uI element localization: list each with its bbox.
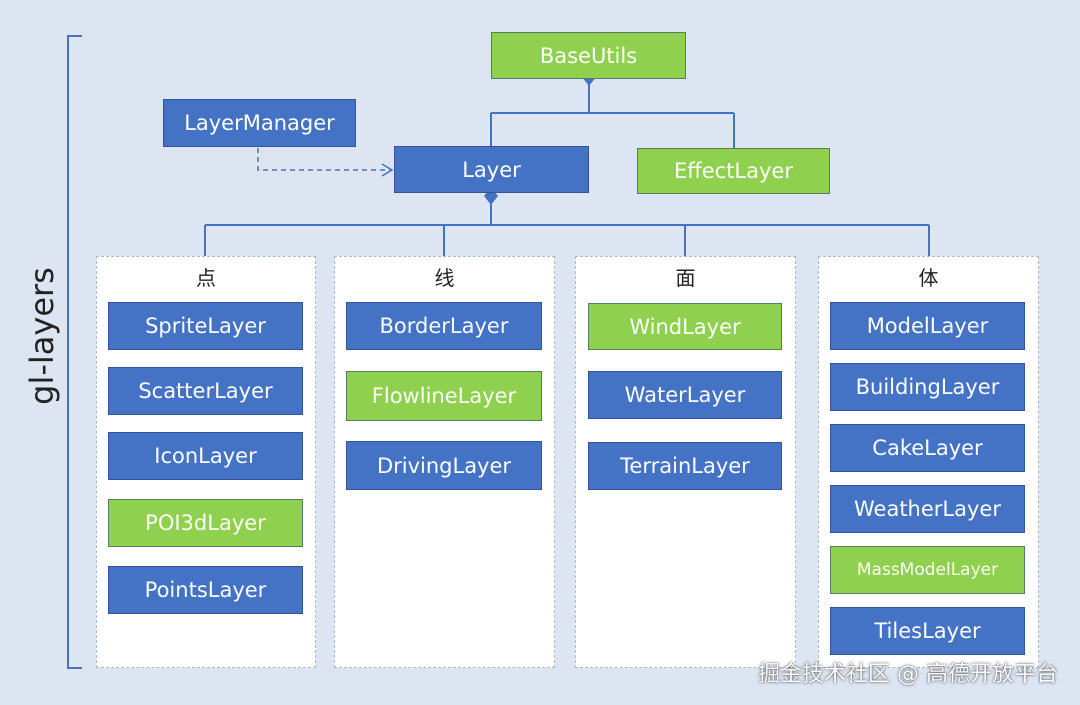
layermanager-dependency-arrow (257, 148, 390, 171)
iconlayer-node: IconLayer (108, 432, 303, 480)
baseutils-node: BaseUtils (491, 32, 686, 79)
tileslayer-node: TilesLayer (830, 607, 1025, 655)
cakelayer-node: CakeLayer (830, 424, 1025, 472)
scatterlayer-node: ScatterLayer (108, 367, 303, 415)
group-volume-title: 体 (918, 266, 939, 290)
terrainlayer-node: TerrainLayer (588, 442, 782, 490)
watermark-text: 掘金技术社区 @ 高德开放平台 (758, 662, 1058, 687)
waterlayer-node: WaterLayer (588, 371, 782, 419)
gl-layers-label: gl-layers (23, 267, 61, 405)
drivinglayer-node: DrivingLayer (346, 441, 542, 490)
spritelayer-node: SpriteLayer (108, 302, 303, 350)
buildinglayer-node: BuildingLayer (830, 363, 1025, 411)
weatherlayer-node: WeatherLayer (830, 485, 1025, 533)
poi3dlayer-node: POI3dLayer (108, 499, 303, 547)
group-point-title: 点 (196, 266, 216, 290)
massmodellayer-node: MassModelLayer (830, 546, 1025, 594)
borderlayer-node: BorderLayer (346, 302, 542, 350)
windlayer-node: WindLayer (588, 303, 782, 350)
dependency-arrowhead (381, 163, 394, 177)
group-surface-title: 面 (675, 266, 696, 290)
pointslayer-node: PointsLayer (108, 566, 303, 614)
group-line-title: 线 (434, 266, 455, 290)
layer-node: Layer (394, 146, 589, 193)
flowlinelayer-node: FlowlineLayer (346, 371, 542, 421)
effectlayer-node: EffectLayer (637, 148, 830, 194)
layermanager-node: LayerManager (163, 99, 356, 147)
gl-layers-bracket (67, 35, 82, 669)
modellayer-node: ModelLayer (830, 302, 1025, 350)
